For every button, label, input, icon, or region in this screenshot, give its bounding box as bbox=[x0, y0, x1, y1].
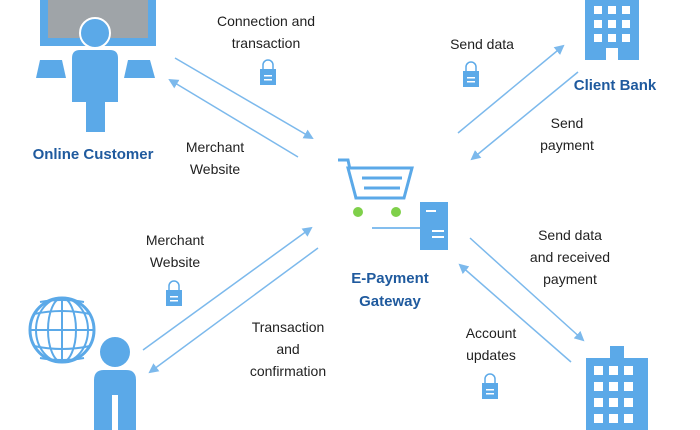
online-customer-label: Online Customer bbox=[32, 146, 154, 163]
arrow-bank-to-gateway bbox=[458, 263, 572, 363]
arrow-customer-to-gateway bbox=[174, 57, 314, 140]
flow-arrows bbox=[142, 44, 585, 374]
lock-bag-icons bbox=[166, 59, 498, 399]
client-bank-label: Client Bank bbox=[573, 77, 657, 94]
arrow-gateway-to-merchant bbox=[148, 247, 319, 374]
send-data-received-payment-label: Send data and received payment bbox=[529, 227, 611, 287]
lock-bag-icon bbox=[166, 280, 182, 306]
globe-icon bbox=[28, 296, 96, 364]
online-customer-icon bbox=[36, 0, 156, 132]
e-payment-gateway-label: E-Payment Gateway bbox=[351, 270, 429, 310]
arrow-merchant-to-gateway bbox=[142, 226, 313, 351]
lock-bag-icon bbox=[482, 373, 498, 399]
send-payment-label: Send payment bbox=[540, 115, 594, 153]
transaction-confirmation-label: Transaction and confirmation bbox=[249, 319, 327, 379]
arrow-gateway-to-bank bbox=[469, 237, 585, 342]
lock-bag-icon bbox=[463, 61, 479, 87]
merchant-website-bottom-label: Merchant Website bbox=[145, 232, 205, 270]
shopping-cart-icon bbox=[338, 158, 414, 217]
arrow-client-bank-to-gateway bbox=[470, 71, 579, 161]
account-updates-label: Account updates bbox=[465, 325, 517, 363]
arrow-gateway-to-customer bbox=[168, 78, 299, 158]
client-bank-building-icon bbox=[585, 0, 639, 60]
connection-transaction-label: Connection and transaction bbox=[216, 13, 316, 51]
merchant-website-top-label: Merchant Website bbox=[185, 139, 245, 177]
send-data-label: Send data bbox=[450, 36, 514, 52]
merchant-person-icon bbox=[94, 337, 136, 430]
server-icon bbox=[372, 202, 448, 250]
arrow-gateway-to-client-bank bbox=[457, 44, 565, 134]
lock-bag-icon bbox=[260, 59, 276, 85]
bank-building-icon bbox=[586, 346, 648, 430]
